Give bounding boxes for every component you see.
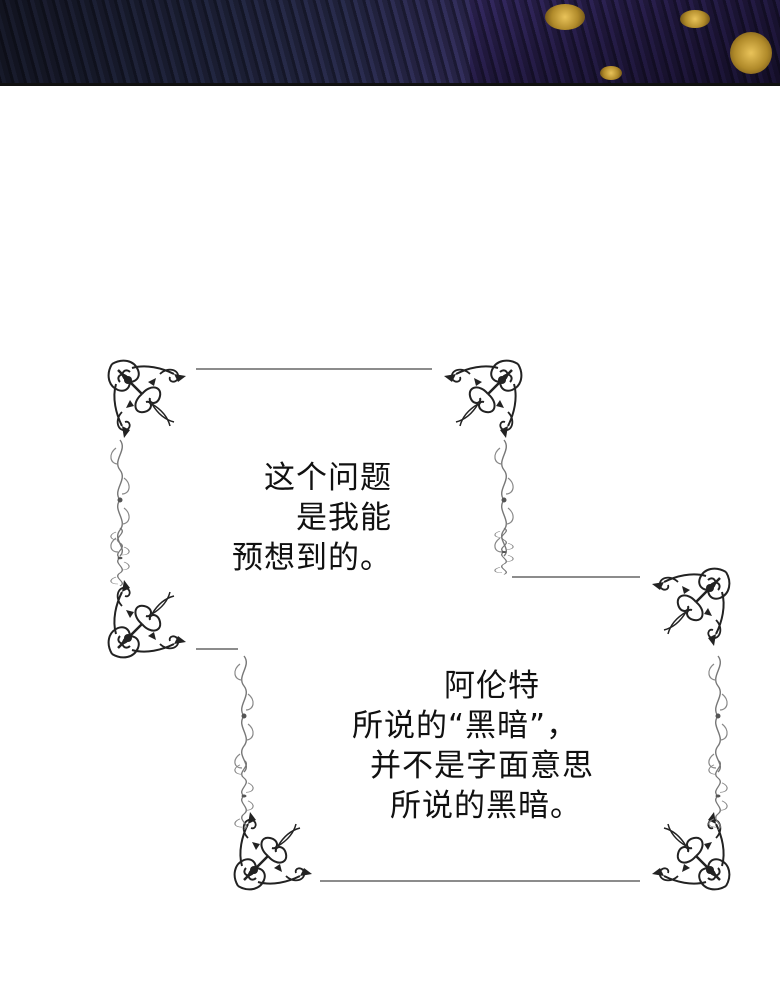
box2-line-3: 并不是字面意思 [370,748,594,784]
hair-strands [0,0,780,86]
top-art-panel [0,0,780,86]
box2-line-2: 所说的“黑暗”， [352,708,579,744]
box1-line-3: 预想到的。 [232,540,392,576]
gold-ornament-3 [600,66,622,80]
box2-line-1: 阿伦特 [444,668,540,704]
gold-ornament-1 [545,4,585,30]
box2-line-4: 所说的黑暗。 [390,788,582,824]
box1-line-2: 是我能 [296,500,392,536]
box1-line-1: 这个问题 [264,460,392,496]
dialogue-box-1: 这个问题 是我能 预想到的。 [226,458,392,578]
gold-ornament-2 [730,32,772,74]
gold-ornament-4 [680,10,710,28]
dialogue-box-2: 阿伦特 所说的“黑暗”， 并不是字面意思 所说的黑暗。 [352,666,632,826]
panel-border [0,83,780,86]
